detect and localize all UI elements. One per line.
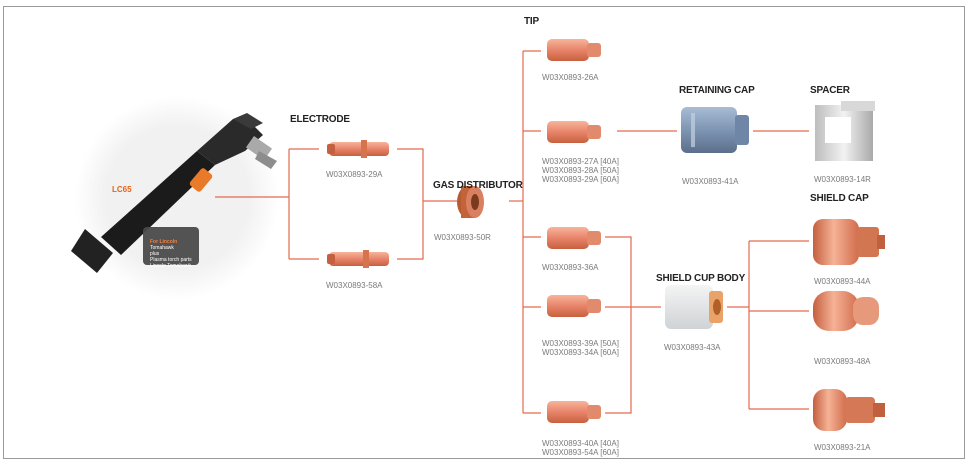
shield-cap-3-image [813, 389, 885, 431]
part-number: W03X0893-48A [814, 357, 871, 366]
tip-3-image [547, 227, 601, 249]
part-number: W03X0893-39A [50A] [542, 339, 619, 348]
part-number: W03X0893-58A [326, 281, 383, 290]
electrode-bottom-image [327, 250, 389, 268]
tip-5-image [547, 401, 601, 423]
tip-4-image [547, 295, 601, 317]
tip-1-image [547, 39, 601, 61]
part-number: W03X0893-28A [50A] [542, 166, 619, 175]
part-number: W03X0893-44A [814, 277, 871, 286]
part-number: W03X0893-14R [814, 175, 871, 184]
torch-spec-line: Plasma torch parts [150, 257, 192, 263]
torch-trigger [189, 168, 213, 192]
torch-spec-line: Lincoln Tomahawk [150, 263, 192, 269]
electrode-label: ELECTRODE [290, 114, 350, 125]
retaining-cap-label: RETAINING CAP [679, 85, 755, 96]
connector-lines [215, 50, 809, 414]
spacer-image [815, 101, 875, 161]
torch-model-label: LC65 [112, 185, 132, 194]
part-number: W03X0893-26A [542, 73, 599, 82]
part-number: W03X0893-43A [664, 343, 721, 352]
plasma-torch [71, 113, 277, 273]
part-number-group: W03X0893-27A [40A] W03X0893-28A [50A] W0… [542, 157, 619, 184]
diagram-frame: LC65 For Lincoln Tomahawk plus Plasma to… [3, 6, 965, 459]
tip-label: TIP [524, 16, 539, 27]
torch-spec-line: plus [150, 251, 160, 257]
part-number: W03X0893-29A [326, 170, 383, 179]
shield-cup-body-image [665, 285, 723, 329]
gas-distributor-label: GAS DISTRIBUTOR [433, 180, 523, 191]
part-number: W03X0893-41A [682, 177, 739, 186]
consumables-diagram [71, 39, 885, 431]
part-number-group: W03X0893-40A [40A] W03X0893-54A [60A] [542, 439, 619, 457]
part-number: W03X0893-27A [40A] [542, 157, 619, 166]
part-number: W03X0893-54A [60A] [542, 448, 619, 457]
tip-2-image [547, 121, 601, 143]
shield-cap-2-image [813, 291, 879, 331]
part-number: W03X0893-50R [434, 233, 491, 242]
part-number: W03X0893-40A [40A] [542, 439, 619, 448]
spacer-label: SPACER [810, 85, 850, 96]
part-number-group: W03X0893-39A [50A] W03X0893-34A [60A] [542, 339, 619, 357]
torch-spec-line: Tomahawk [150, 245, 174, 251]
electrode-top-image [327, 140, 389, 158]
torch-spec-text: For Lincoln Tomahawk plus Plasma torch p… [150, 239, 192, 269]
part-number: W03X0893-29A [60A] [542, 175, 619, 184]
retaining-cap-image [681, 107, 749, 153]
shield-cap-label: SHIELD CAP [810, 193, 869, 204]
shield-cap-1-image [813, 219, 885, 265]
torch-spec-plate [143, 227, 199, 265]
part-number: W03X0893-34A [60A] [542, 348, 619, 357]
part-number: W03X0893-21A [814, 443, 871, 452]
part-number: W03X0893-36A [542, 263, 599, 272]
gas-distributor-image [457, 186, 484, 218]
shield-cup-body-label: SHIELD CUP BODY [656, 273, 746, 284]
torch-spec-title: For Lincoln [150, 239, 178, 245]
